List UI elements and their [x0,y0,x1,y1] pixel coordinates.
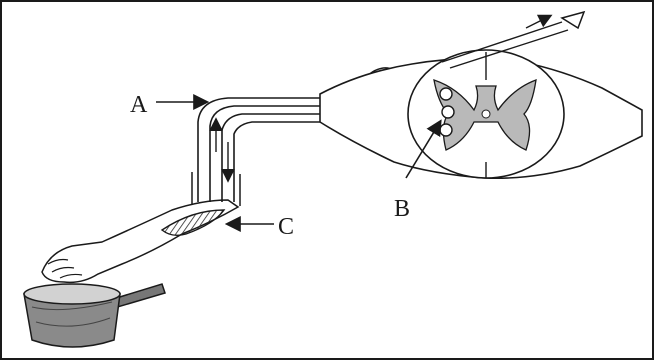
neuron [440,88,452,100]
neuron [442,106,454,118]
label-a: A [130,92,148,118]
neuron [440,124,452,136]
hot-pot-icon [24,284,165,347]
label-c: C [278,214,294,240]
spinal-cord-cross-section-icon [320,12,642,178]
up-arrow-icon [562,12,584,28]
label-b: B [394,196,410,222]
